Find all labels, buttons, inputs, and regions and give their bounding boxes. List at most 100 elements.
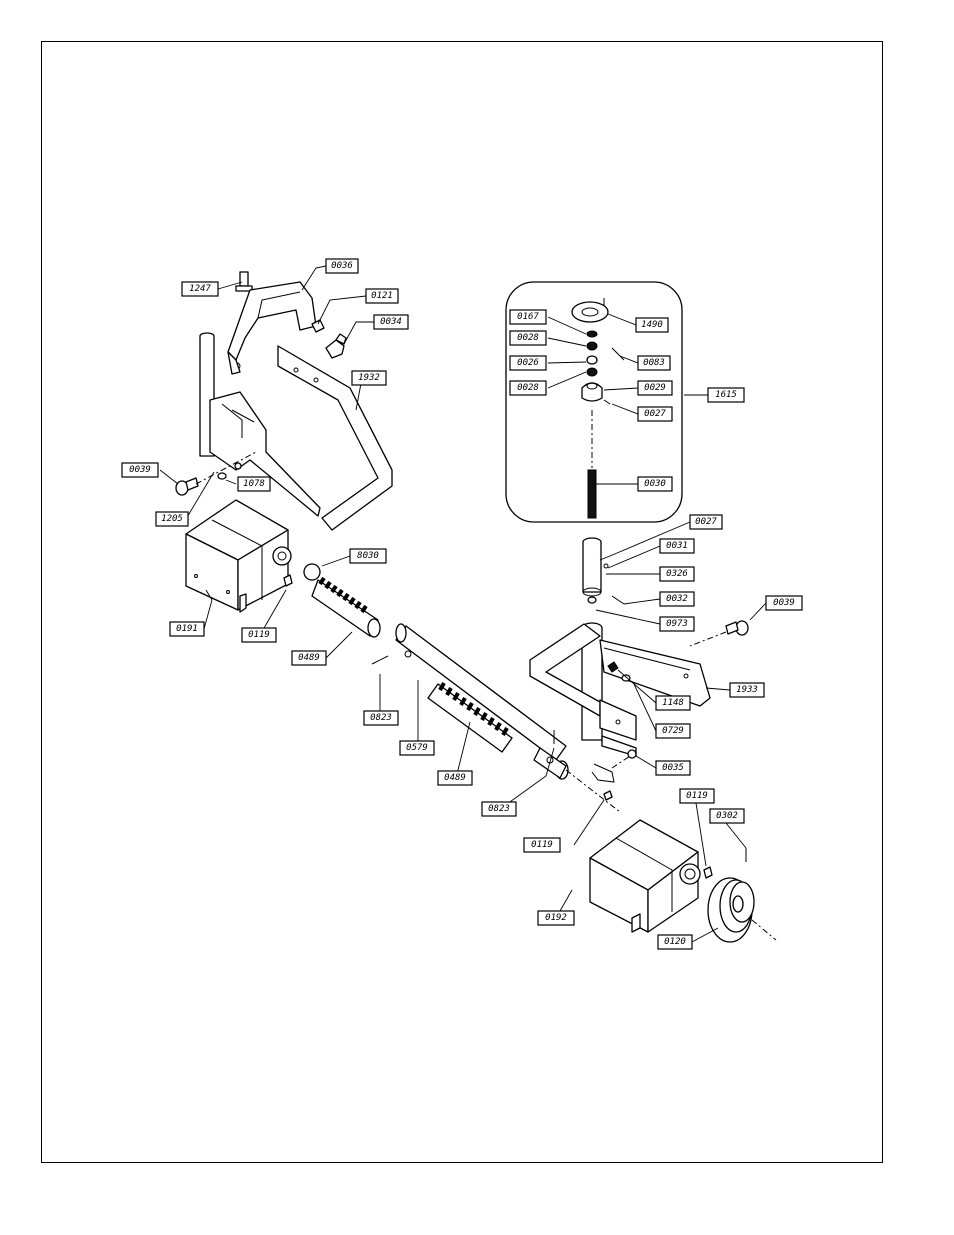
handle-bracket-part bbox=[228, 272, 316, 374]
label-0028-bottom: 0028 bbox=[510, 381, 546, 395]
label-0027-text: 0027 bbox=[695, 517, 717, 527]
label-0823-right-text: 0823 bbox=[488, 804, 510, 814]
stack-parts-kit bbox=[582, 331, 624, 404]
label-0030: 0030 bbox=[638, 477, 672, 491]
label-0489-right: 0489 bbox=[438, 771, 472, 785]
label-0028-top: 0028 bbox=[510, 331, 546, 345]
label-0729-text: 0729 bbox=[662, 726, 684, 736]
label-0029: 0029 bbox=[638, 381, 672, 395]
label-0119-center: 0119 bbox=[524, 838, 560, 852]
label-1615-text: 1615 bbox=[715, 390, 737, 400]
bolt-0039-left-part bbox=[176, 478, 198, 495]
label-8030: 8030 bbox=[350, 549, 386, 563]
pulley-0120-part bbox=[708, 848, 754, 942]
label-0823-right: 0823 bbox=[482, 802, 516, 816]
nut-0973-part bbox=[588, 597, 596, 603]
label-0034: 0034 bbox=[374, 315, 408, 329]
label-0026-text: 0026 bbox=[517, 358, 539, 368]
label-0579: 0579 bbox=[400, 741, 434, 755]
label-0027: 0027 bbox=[690, 515, 722, 529]
label-0167-text: 0167 bbox=[517, 312, 539, 322]
label-1490-text: 1490 bbox=[641, 320, 663, 330]
label-0121: 0121 bbox=[366, 289, 398, 303]
pin-0823-left-part bbox=[372, 656, 388, 664]
label-0031: 0031 bbox=[660, 539, 694, 553]
label-1247: 1247 bbox=[182, 282, 218, 296]
label-0119-left: 0119 bbox=[242, 628, 276, 642]
label-0029-text: 0029 bbox=[644, 383, 666, 393]
label-0036: 0036 bbox=[326, 259, 358, 273]
key-0119-center-part bbox=[604, 791, 612, 800]
o-ring-8030-part bbox=[304, 564, 320, 580]
label-0026: 0026 bbox=[510, 356, 546, 370]
helical-gear-0489-left-part bbox=[312, 578, 380, 637]
label-0973: 0973 bbox=[660, 617, 694, 631]
label-1933: 1933 bbox=[730, 683, 764, 697]
label-0119-left-text: 0119 bbox=[248, 630, 270, 640]
screw-0030-part bbox=[588, 470, 596, 518]
label-0302: 0302 bbox=[710, 809, 744, 823]
label-0121-text: 0121 bbox=[371, 291, 393, 301]
label-0028-top-text: 0028 bbox=[517, 333, 539, 343]
label-1247-text: 1247 bbox=[189, 284, 211, 294]
shaft-0579-part bbox=[396, 624, 568, 779]
label-0039-left: 0039 bbox=[122, 463, 158, 477]
label-0083: 0083 bbox=[638, 356, 670, 370]
label-1078: 1078 bbox=[238, 477, 270, 491]
bolt-0039-right-part bbox=[726, 621, 748, 635]
label-0027-kit-text: 0027 bbox=[644, 409, 666, 419]
label-0034-text: 0034 bbox=[380, 317, 402, 327]
label-1205-text: 1205 bbox=[161, 514, 183, 524]
label-0120-text: 0120 bbox=[664, 937, 686, 947]
label-0191-text: 0191 bbox=[176, 624, 198, 634]
label-0119-right-text: 0119 bbox=[686, 791, 708, 801]
handwheel-1490-part bbox=[572, 298, 608, 322]
label-0489-left-text: 0489 bbox=[298, 653, 320, 663]
label-0083-text: 0083 bbox=[643, 358, 665, 368]
bolt-0035-part bbox=[592, 750, 636, 782]
label-1078-text: 1078 bbox=[243, 479, 265, 489]
label-0326: 0326 bbox=[660, 567, 694, 581]
label-0039-right: 0039 bbox=[766, 596, 802, 610]
label-0039-left-text: 0039 bbox=[129, 465, 151, 475]
label-1148-text: 1148 bbox=[662, 698, 684, 708]
label-0039-right-text: 0039 bbox=[773, 598, 795, 608]
label-0027-kit: 0027 bbox=[638, 407, 672, 421]
key-0119-right-part bbox=[704, 867, 712, 878]
label-1205: 1205 bbox=[156, 512, 188, 526]
label-0032: 0032 bbox=[660, 592, 694, 606]
label-0192-text: 0192 bbox=[545, 913, 567, 923]
label-1148: 1148 bbox=[656, 696, 690, 710]
label-0579-text: 0579 bbox=[406, 743, 428, 753]
label-0973-text: 0973 bbox=[666, 619, 688, 629]
label-0036-text: 0036 bbox=[331, 261, 353, 271]
label-0167: 0167 bbox=[510, 310, 546, 324]
label-0035-text: 0035 bbox=[662, 763, 684, 773]
label-0489-left: 0489 bbox=[292, 651, 326, 665]
label-1933-text: 1933 bbox=[736, 685, 758, 695]
label-0302-text: 0302 bbox=[716, 811, 738, 821]
label-0489-right-text: 0489 bbox=[444, 773, 466, 783]
label-0032-text: 0032 bbox=[666, 594, 688, 604]
label-1615: 1615 bbox=[708, 388, 744, 402]
collar-0326-part bbox=[583, 538, 624, 604]
label-0191: 0191 bbox=[170, 622, 204, 636]
label-0119-center-text: 0119 bbox=[531, 840, 553, 850]
label-0192: 0192 bbox=[538, 911, 574, 925]
label-0028-bottom-text: 0028 bbox=[517, 383, 539, 393]
label-1490: 1490 bbox=[636, 318, 668, 332]
label-0119-right: 0119 bbox=[680, 789, 714, 803]
label-0035: 0035 bbox=[656, 761, 690, 775]
gearbox-0191-part bbox=[186, 500, 291, 612]
gearbox-0192-part bbox=[590, 820, 700, 932]
label-0030-text: 0030 bbox=[644, 479, 666, 489]
label-0729: 0729 bbox=[656, 724, 690, 738]
label-0120: 0120 bbox=[658, 935, 692, 949]
label-8030-text: 8030 bbox=[357, 551, 379, 561]
fitting-0034-part bbox=[326, 334, 346, 358]
label-1932: 1932 bbox=[352, 371, 386, 385]
label-0823-left-text: 0823 bbox=[370, 713, 392, 723]
label-0326-text: 0326 bbox=[666, 569, 688, 579]
label-0823-left: 0823 bbox=[364, 711, 398, 725]
